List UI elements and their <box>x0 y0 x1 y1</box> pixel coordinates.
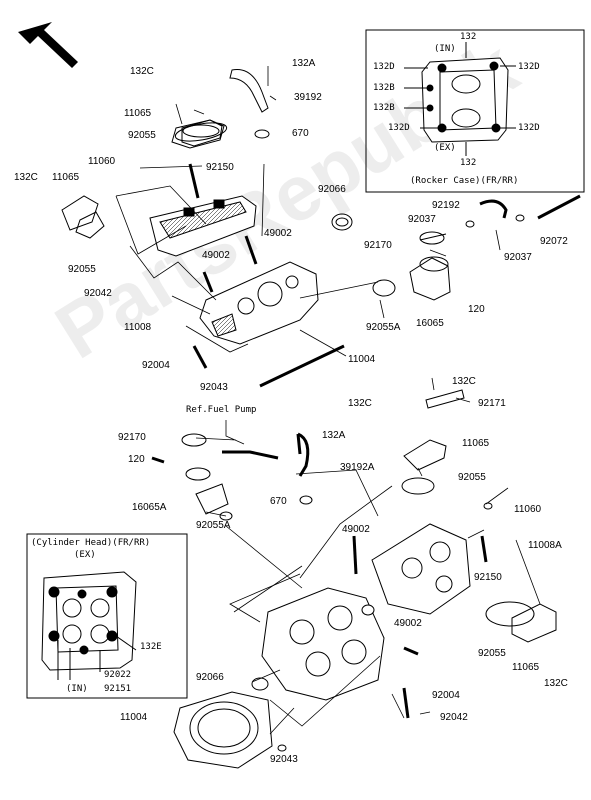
ref-fuel-pump-label: Ref.Fuel Pump <box>186 405 257 415</box>
part-label: 49002 <box>264 228 292 239</box>
part-label: 92055 <box>478 648 506 659</box>
cylinder-head-code-1: 92022 <box>104 670 132 680</box>
part-label: 132C <box>544 678 568 689</box>
cylinder-head-code-2: 92151 <box>104 684 132 694</box>
part-label: 11065 <box>462 438 490 449</box>
rocker-in-label: (IN) <box>434 44 456 54</box>
part-label: 92043 <box>200 382 228 393</box>
rocker-code-left-1: 132B <box>373 83 395 93</box>
cylinder-head-ex-label: (EX) <box>74 550 96 560</box>
part-label: 92055A <box>196 520 231 531</box>
part-label: 92004 <box>142 360 170 371</box>
rocker-bottom-code: 132 <box>460 158 477 168</box>
part-label: 132C <box>452 376 476 387</box>
part-label: 11060 <box>514 504 542 515</box>
leader-lines <box>115 66 541 735</box>
part-label: 120 <box>128 454 145 465</box>
part-label: 132C <box>348 398 372 409</box>
lower-small-parts <box>151 389 535 752</box>
rocker-code-left-0: 132D <box>373 62 395 72</box>
part-label: 92055A <box>366 322 401 333</box>
part-label: 49002 <box>342 524 370 535</box>
cylinder-head-inset-drawing <box>41 571 137 680</box>
rocker-code-left-2: 132B <box>373 103 395 113</box>
part-label: 120 <box>468 304 485 315</box>
rocker-case-inset-frame <box>365 29 585 193</box>
part-label: 49002 <box>202 250 230 261</box>
part-label: 132A <box>322 430 346 441</box>
part-label: 92072 <box>540 236 568 247</box>
rocker-code-right-0: 132D <box>518 62 540 72</box>
part-label: 92037 <box>504 252 532 263</box>
rocker-code-left-3: 132D <box>388 123 410 133</box>
cylinder-head-code-0: 132E <box>140 642 162 652</box>
part-label: 92004 <box>432 690 460 701</box>
part-label: 92150 <box>206 162 234 173</box>
part-label: 11004 <box>348 354 376 365</box>
part-label: 92150 <box>474 572 502 583</box>
part-label: 92055 <box>458 472 486 483</box>
part-label: 11004 <box>120 712 148 723</box>
part-label: 92170 <box>364 240 392 251</box>
cylinder-head-inset-frame <box>26 533 188 699</box>
part-label: 11065 <box>52 172 80 183</box>
part-label: 132C <box>130 66 154 77</box>
part-label: 92043 <box>270 754 298 765</box>
part-label: 11008 <box>124 322 152 333</box>
part-label: 16065 <box>416 318 444 329</box>
part-label: 16065A <box>132 502 167 513</box>
part-label: 11060 <box>88 156 116 167</box>
part-label: 39192A <box>340 462 375 473</box>
part-label: 92170 <box>118 432 146 443</box>
lower-cylinder-head <box>173 439 557 769</box>
upper-cylinder-head <box>199 261 319 345</box>
part-label: 92055 <box>68 264 96 275</box>
rocker-case-title: (Rocker Case)(FR/RR) <box>410 176 519 186</box>
cylinder-head-title: (Cylinder Head)(FR/RR) <box>31 538 151 548</box>
part-label: 92055 <box>128 130 156 141</box>
rocker-case-drawing <box>404 42 516 156</box>
part-label: 92037 <box>408 214 436 225</box>
rocker-code-right-1: 132D <box>518 123 540 133</box>
part-label: 11008A <box>528 540 562 551</box>
part-label: 92066 <box>318 184 346 195</box>
rocker-top-code: 132 <box>460 32 477 42</box>
part-label: 39192 <box>294 92 322 103</box>
part-label: 92042 <box>440 712 468 723</box>
cylinder-head-in-label: (IN) <box>66 684 88 694</box>
part-label: 92171 <box>478 398 506 409</box>
rocker-ex-label: (EX) <box>434 143 456 153</box>
part-label: 92066 <box>196 672 224 683</box>
part-label: 670 <box>270 496 287 507</box>
part-label: 49002 <box>394 618 422 629</box>
part-label: 670 <box>292 128 309 139</box>
front-direction-arrow-icon <box>18 22 78 68</box>
part-label: 11065 <box>124 108 152 119</box>
part-label: 92042 <box>84 288 112 299</box>
part-label: 92192 <box>432 200 460 211</box>
part-label: 11065 <box>512 662 540 673</box>
part-label: 132A <box>292 58 316 69</box>
part-label: 132C <box>14 172 38 183</box>
upper-small-parts <box>171 68 581 388</box>
